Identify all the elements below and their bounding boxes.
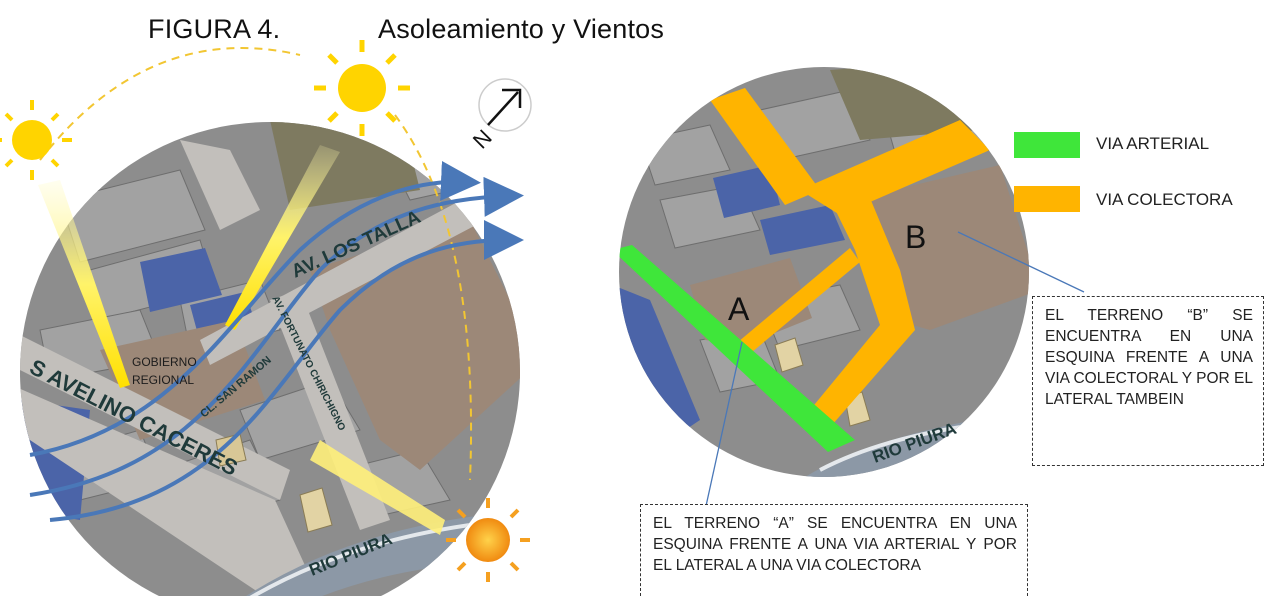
lot-a-label: A — [728, 291, 750, 327]
right-map: A B RIO PIURA — [619, 67, 1085, 507]
via-colectora — [710, 88, 990, 425]
legend-swatch-arterial — [1014, 132, 1080, 158]
sun-ray — [38, 180, 130, 388]
blue-block — [760, 205, 845, 255]
building-block — [215, 433, 247, 467]
north-arrow-icon: N — [468, 78, 532, 154]
via-arterial — [619, 245, 855, 452]
av-los-tallanes-street — [200, 190, 495, 365]
left-map: N AV. LOS TALLA AV. FORTUNATO CHIRICHIGN… — [0, 40, 532, 596]
figure-title: Asoleamiento y Vientos — [378, 14, 665, 44]
figure-number: FIGURA 4. — [148, 14, 281, 44]
av-avelino-caceres-street — [20, 330, 290, 500]
building-label-regional: REGIONAL — [132, 373, 194, 387]
callout-terreno-b: EL TERRENO “B” SE ENCUENTRA EN UNA ESQUI… — [1032, 296, 1264, 466]
sun-icon — [0, 100, 72, 180]
legend-label-arterial: VIA ARTERIAL — [1096, 134, 1210, 153]
building-block — [299, 487, 333, 533]
wind-arrows — [29, 160, 524, 522]
sun-ray — [310, 440, 445, 535]
sun-icon — [314, 40, 410, 136]
large-lot — [310, 220, 520, 470]
sun-icon — [446, 498, 530, 582]
blue-block — [140, 248, 222, 312]
leader-line-a — [705, 341, 743, 507]
building-label-gobierno: GOBIERNO — [132, 355, 197, 369]
leader-line-b — [957, 231, 1085, 293]
lot-b-label: B — [905, 219, 926, 255]
blue-block — [713, 165, 780, 218]
building-block — [774, 337, 804, 373]
sun-path — [394, 114, 473, 481]
legend-swatch-colectora — [1014, 186, 1080, 212]
legend-label-colectora: VIA COLECTORA — [1096, 190, 1233, 209]
sun-ray — [225, 145, 340, 330]
callout-terreno-a: EL TERRENO “A” SE ENCUENTRA EN UNA ESQUI… — [640, 504, 1028, 596]
sun-path — [39, 47, 301, 161]
north-label: N — [468, 125, 497, 154]
